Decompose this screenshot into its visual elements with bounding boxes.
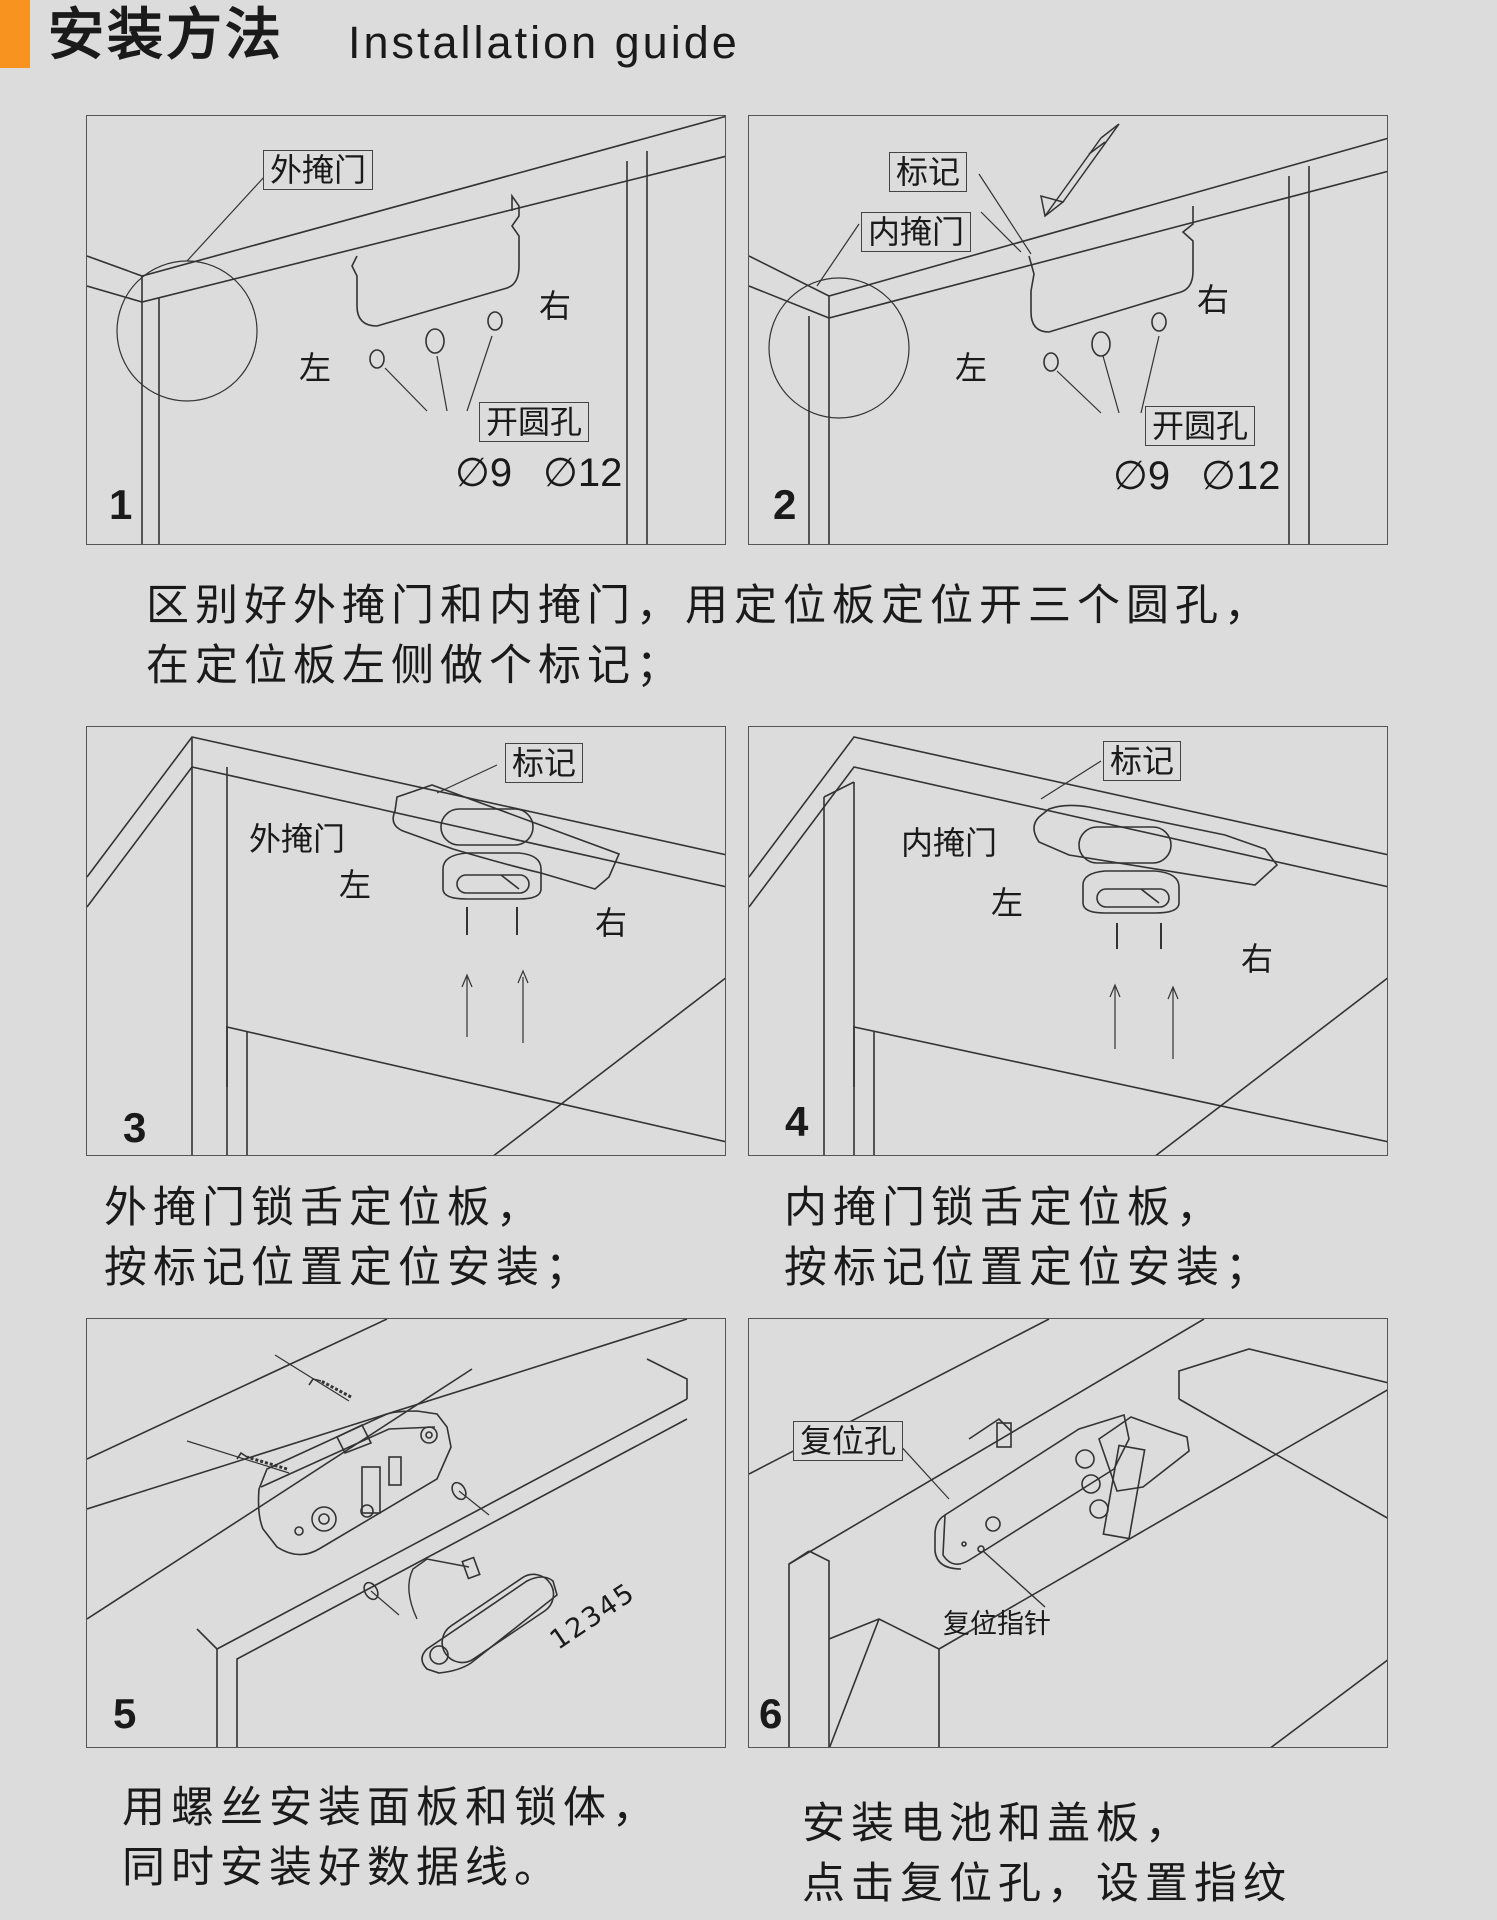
step-4-panel: 标记 内掩门 左 右 4 [748, 726, 1388, 1156]
drill-holes-label: 开圆孔 [479, 402, 590, 442]
drill-holes-label: 开圆孔 [1145, 406, 1256, 446]
right-label: 右 [1197, 281, 1230, 319]
step-number: 5 [113, 1690, 137, 1737]
page-title: 安装方法 [48, 3, 284, 68]
step-number: 3 [123, 1104, 147, 1151]
caption-line: 内掩门锁舌定位板， [784, 1183, 1225, 1233]
step-6-panel: 复位孔 复位指针 6 [748, 1318, 1388, 1748]
caption-line: 按标记位置定位安装； [104, 1243, 594, 1293]
caption-line: 安装电池和盖板， [802, 1799, 1194, 1849]
step-3-caption: 外掩门锁舌定位板， 按标记位置定位安装； [104, 1178, 594, 1298]
right-label: 右 [1241, 940, 1274, 978]
mark-label: 标记 [1103, 741, 1182, 781]
step-2-panel: 标记 内掩门 左 右 开圆孔 ∅9 ∅12 2 [748, 115, 1388, 545]
outer-door-label: 外掩门 [249, 820, 346, 858]
header: 安装方法 Installation guide [0, 0, 1497, 80]
step-6-caption: 安装电池和盖板， 点击复位孔，设置指纹 [802, 1794, 1292, 1914]
step-3-illustration [87, 736, 725, 1155]
left-label: 左 [299, 349, 332, 387]
step-number: 1 [109, 481, 133, 528]
caption-line: 点击复位孔，设置指纹 [802, 1859, 1292, 1909]
caption-line: 区别好外掩门和内掩门，用定位板定位开三个圆孔， [146, 581, 1273, 631]
step-1-2-caption: 区别好外掩门和内掩门，用定位板定位开三个圆孔， 在定位板左侧做个标记； [146, 576, 1273, 696]
inner-door-label: 内掩门 [861, 212, 972, 252]
reset-pin-label: 复位指针 [943, 1609, 1051, 1640]
step-3-panel: 标记 外掩门 左 右 3 [86, 726, 726, 1156]
step-6-illustration [749, 1319, 1387, 1747]
step-number: 4 [785, 1098, 809, 1145]
caption-line: 在定位板左侧做个标记； [146, 641, 685, 691]
step-4-caption: 内掩门锁舌定位板， 按标记位置定位安装； [784, 1178, 1274, 1298]
step-number: 6 [759, 1690, 783, 1737]
step-2-illustration [749, 123, 1387, 544]
diameter-12-label: ∅12 [1201, 454, 1281, 498]
step-1-illustration [87, 116, 725, 544]
caption-line: 按标记位置定位安装； [784, 1243, 1274, 1293]
outer-door-label: 外掩门 [263, 150, 374, 190]
step-4-illustration [749, 736, 1387, 1155]
caption-line: 同时安装好数据线。 [122, 1843, 563, 1893]
caption-line: 用螺丝安装面板和锁体， [122, 1783, 661, 1833]
right-label: 右 [595, 904, 628, 942]
mark-label: 标记 [889, 152, 968, 192]
reset-hole-label: 复位孔 [793, 1421, 904, 1461]
diameter-9-label: ∅9 [455, 451, 513, 495]
mark-label: 标记 [505, 743, 584, 783]
accent-bar [0, 0, 30, 68]
right-label: 右 [539, 287, 572, 325]
left-label: 左 [991, 884, 1024, 922]
page-subtitle: Installation guide [348, 17, 740, 68]
step-1-panel: 外掩门 左 右 开圆孔 ∅9 ∅12 1 [86, 115, 726, 545]
diameter-9-label: ∅9 [1113, 454, 1171, 498]
inner-door-label: 内掩门 [901, 824, 998, 862]
left-label: 左 [339, 866, 372, 904]
step-5-caption: 用螺丝安装面板和锁体， 同时安装好数据线。 [122, 1778, 661, 1898]
diameter-12-label: ∅12 [543, 451, 623, 495]
caption-line: 外掩门锁舌定位板， [104, 1183, 545, 1233]
step-5-illustration [87, 1319, 688, 1747]
step-number: 2 [773, 481, 797, 528]
left-label: 左 [955, 349, 988, 387]
step-5-panel: 12345 5 [86, 1318, 726, 1748]
